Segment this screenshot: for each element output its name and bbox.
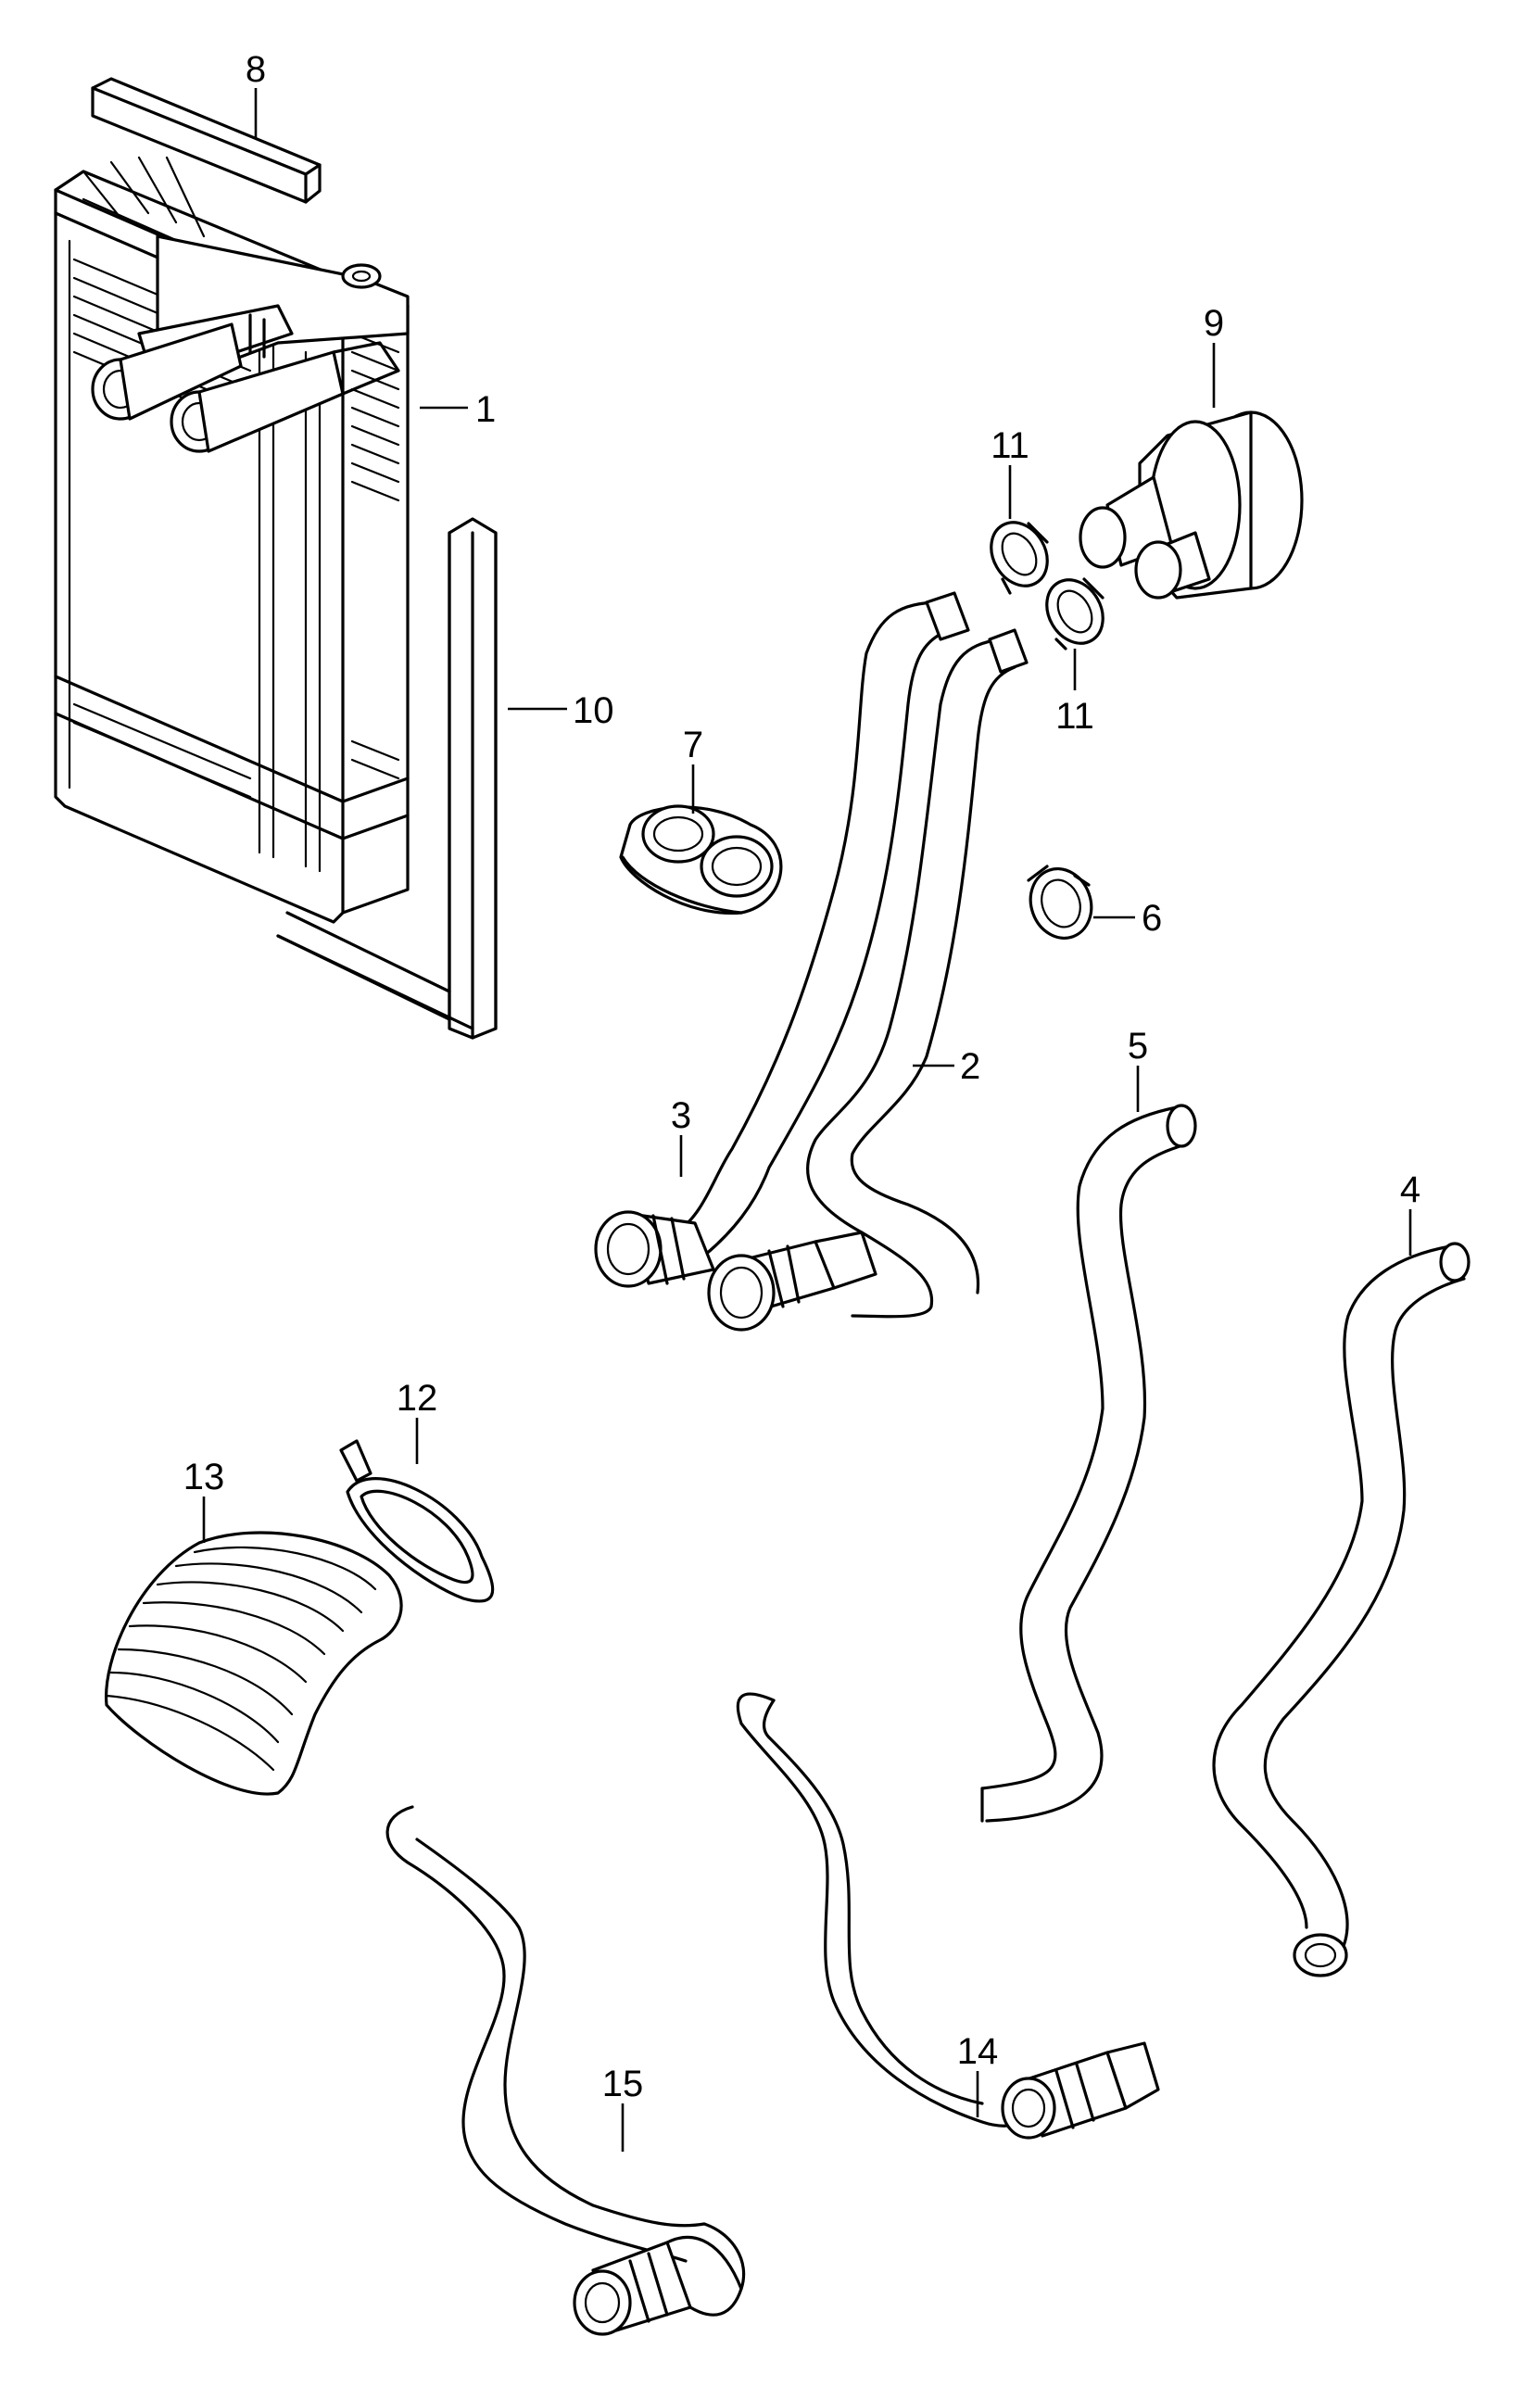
callout-2: 2 [960, 1046, 980, 1087]
part-9-valve [1079, 410, 1304, 600]
part-5-hose [980, 1104, 1197, 1823]
part-12-seal-ring [339, 1439, 495, 1603]
callout-9: 9 [1204, 303, 1224, 344]
callouts: 8 1 10 9 11 11 7 6 2 3 5 4 12 13 14 15 [183, 49, 1420, 2104]
part-13-bellows [104, 1531, 403, 1796]
callout-11-upper: 11 [991, 425, 1029, 466]
leader-lines [202, 88, 1412, 2152]
callout-11-lower: 11 [1055, 696, 1094, 737]
part-6-clamp [1027, 865, 1093, 940]
callout-8: 8 [246, 49, 266, 90]
callout-12: 12 [397, 1378, 438, 1419]
callout-15: 15 [602, 2064, 644, 2104]
part-3-hose [594, 591, 970, 1288]
callout-10: 10 [573, 690, 614, 731]
part-4-hose [1212, 1242, 1471, 1977]
callout-4: 4 [1400, 1169, 1420, 1210]
part-7-grommet [619, 804, 783, 915]
part-1-heat-exchanger [54, 156, 410, 924]
callout-14: 14 [957, 2031, 999, 2072]
callout-5: 5 [1128, 1026, 1148, 1067]
callout-1: 1 [475, 389, 496, 430]
part-11-clamp-upper [990, 521, 1049, 595]
part-10-l-seal [276, 517, 498, 1040]
callout-13: 13 [183, 1457, 225, 1497]
callout-3: 3 [671, 1095, 691, 1136]
part-15-hose [385, 1805, 746, 2336]
part-8-seal-strip [91, 77, 322, 204]
part-14-hose [736, 1692, 1160, 2140]
part-11-clamp-lower [1045, 577, 1105, 650]
part-2-hose [707, 628, 1029, 1332]
callout-7: 7 [683, 725, 703, 765]
callout-6: 6 [1142, 898, 1162, 939]
